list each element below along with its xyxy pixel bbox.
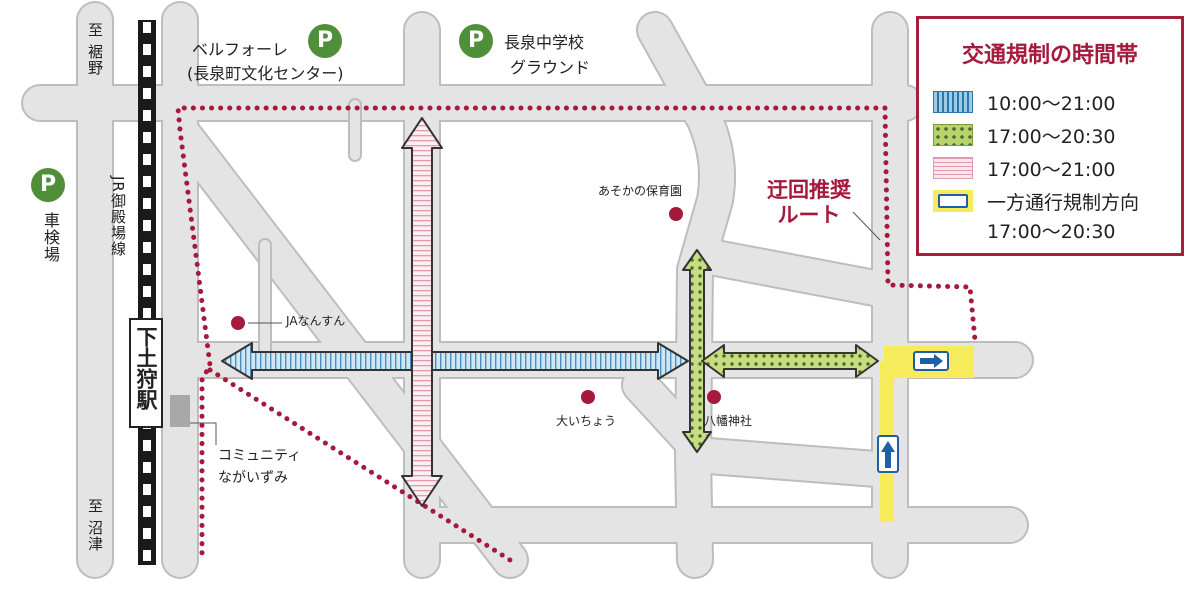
poi-community: コミュニティ xyxy=(218,448,302,464)
poi-ichou: 大いちょう xyxy=(556,414,617,428)
parking-school-sub: グラウンド xyxy=(510,58,591,77)
one-way-zone xyxy=(877,346,974,522)
legend-swatch-oneway xyxy=(933,190,973,212)
legend-text: 一方通行規制方向 xyxy=(987,191,1140,214)
station-name: 下土狩駅 xyxy=(134,326,158,410)
green-restriction-arrow-horizontal xyxy=(701,344,879,378)
parking-icon: P xyxy=(459,24,493,58)
parking-icon: P xyxy=(308,24,342,58)
direction-south: 至 沼津 xyxy=(86,498,104,552)
parking-bellforet: ベルフォーレ xyxy=(192,40,289,59)
legend-swatch-green xyxy=(933,124,973,146)
legend-text: 17:00〜20:30 xyxy=(987,125,1116,148)
parking-icon: P xyxy=(31,168,65,202)
pink-restriction-arrow xyxy=(401,117,443,507)
railway-line xyxy=(138,20,156,565)
poi-shrine: 八幡神社 xyxy=(704,414,753,428)
poi-ja: JAなんすん xyxy=(286,314,346,328)
parking-inspection: 車検場 xyxy=(41,212,60,263)
station-sign: 下土狩駅 xyxy=(129,318,163,428)
legend-text: 17:00〜20:30 xyxy=(987,220,1116,243)
legend-title: 交通規制の時間帯 xyxy=(961,43,1138,68)
legend-row-oneway-time: 17:00〜20:30 xyxy=(987,215,1116,245)
blue-restriction-arrow xyxy=(221,342,689,380)
detour-label-line1: 迂回推奨 xyxy=(767,178,851,202)
legend-text: 17:00〜21:00 xyxy=(987,158,1116,181)
legend-row-oneway: 一方通行規制方向 xyxy=(933,186,1139,216)
legend-text: 10:00〜21:00 xyxy=(987,92,1116,115)
detour-label-line2: ルート xyxy=(777,203,841,228)
road-network xyxy=(21,1,1034,579)
direction-north: 至 裾野 xyxy=(86,22,104,76)
parking-bellforet-sub: (長泉町文化センター) xyxy=(187,64,344,83)
green-restriction-arrow-vertical xyxy=(682,249,712,453)
poi-nursery: あそかの保育園 xyxy=(598,184,683,198)
parking-school: 長泉中学校 xyxy=(504,33,585,52)
poi-markers xyxy=(170,207,881,445)
legend: 交通規制の時間帯 10:00〜21:00 17:00〜20:30 17:00〜2… xyxy=(916,16,1184,256)
railway-name: JR御殿場線 xyxy=(109,176,127,257)
arrow-right-icon xyxy=(938,194,968,208)
detour-route xyxy=(175,105,978,563)
legend-swatch-blue xyxy=(933,91,973,113)
detour-label: 迂回推奨 ルート xyxy=(744,178,874,228)
poi-community-sub: ながいずみ xyxy=(218,470,288,486)
legend-row-pink: 17:00〜21:00 xyxy=(933,153,1116,183)
legend-row-blue: 10:00〜21:00 xyxy=(933,87,1116,117)
legend-row-green: 17:00〜20:30 xyxy=(933,120,1116,150)
legend-swatch-pink xyxy=(933,157,973,179)
